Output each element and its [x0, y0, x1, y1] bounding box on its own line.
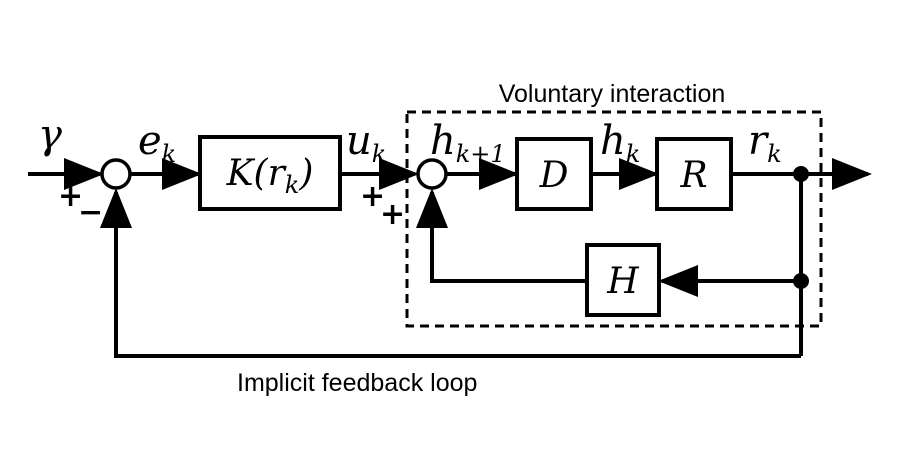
response-block-label: R: [679, 155, 707, 196]
controller-block-label: K(rk): [226, 153, 314, 199]
habituation-feedback-wire: [416, 188, 587, 283]
junction1-minus-sign: −: [78, 195, 103, 230]
error-signal-label: ek: [138, 118, 176, 168]
junction2-plus-bottom-sign: +: [380, 197, 405, 232]
voluntary-interaction-box: [405, 110, 823, 328]
implicit-feedback-label: Implicit feedback loop: [237, 369, 477, 397]
implicit-feedback-wire: [100, 188, 801, 358]
controller-block: [198, 135, 342, 211]
junction1-plus-sign: +: [58, 179, 83, 214]
voluntary-interaction-label: Voluntary interaction: [499, 80, 726, 108]
next-state-label: hk+1: [430, 118, 506, 168]
control-signal-label: uk: [346, 118, 386, 168]
input-signal-label: γ: [38, 112, 62, 158]
habituation-block: [585, 243, 661, 317]
state-label: hk: [600, 118, 640, 168]
junction2-plus-left-sign: +: [360, 179, 385, 214]
habituation-block-label: H: [606, 261, 639, 302]
summing-junction-2: [416, 158, 448, 190]
output-signal-label: rk: [748, 118, 782, 168]
dynamics-block-label: D: [539, 155, 569, 196]
summing-junction-1: [100, 158, 132, 190]
response-block: [655, 137, 733, 211]
